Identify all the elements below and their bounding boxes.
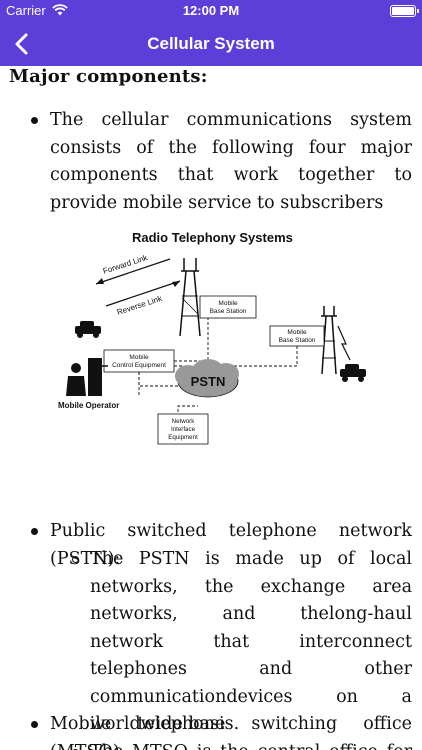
page-title: Cellular System: [147, 34, 275, 53]
status-bar: Carrier 12:00 PM: [0, 0, 422, 22]
mtso-heading: Mobile telephone switching office (MTSO): [50, 714, 412, 750]
mobile-car-icon: [75, 321, 101, 338]
article-content[interactable]: Major components: The cellular communica…: [0, 66, 422, 750]
network-interface-box: [157, 413, 209, 445]
back-chevron-icon[interactable]: [10, 31, 36, 57]
reverse-link-arrow: [105, 280, 181, 307]
base-station-label: Base Station: [210, 308, 247, 315]
network-interface-label: Network: [172, 418, 196, 425]
diagram-title: Radio Telephony Systems: [132, 230, 293, 245]
pstn-label: PSTN: [191, 374, 226, 389]
sub-bullet-icon: [72, 556, 79, 563]
base-station-label: Base Station: [279, 337, 316, 344]
forward-link-label: Forward Link: [102, 253, 150, 276]
battery-icon: [390, 5, 419, 17]
forward-link-arrow: [95, 258, 171, 285]
network-interface-label: Equipment: [168, 434, 198, 441]
base-station-label: Mobile: [287, 329, 307, 336]
clock: 12:00 PM: [182, 3, 240, 18]
bullet-icon: [31, 721, 38, 728]
radio-telephony-diagram: Radio Telephony Systems Forward Link Rev…: [58, 230, 366, 445]
navigation-bar: Cellular System: [0, 22, 422, 66]
intro-paragraph: The cellular communications system consi…: [50, 110, 412, 213]
mobile-operator-label: Mobile Operator: [58, 401, 119, 410]
base-station-box: [199, 295, 257, 319]
reverse-link-label: Reverse Link: [116, 294, 164, 317]
mtso-description: The MTSO is the central office for: [90, 739, 412, 750]
section-heading: Major components:: [9, 66, 208, 87]
pstn-cloud-icon: [175, 359, 239, 398]
bullet-icon: [31, 528, 38, 535]
signal-bolt-icon: [337, 325, 351, 361]
pstn-description: The PSTN is made up of local networks, t…: [90, 549, 412, 734]
mobile-operator-icon: [66, 358, 108, 396]
base-station-label: Mobile: [218, 300, 238, 307]
cell-tower-icon: [179, 258, 201, 337]
control-equipment-label: Control Equipment: [112, 362, 166, 369]
control-equipment-label: Mobile: [129, 354, 149, 361]
carrier-label: Carrier: [6, 3, 46, 18]
mobile-car-icon: [340, 364, 366, 382]
network-interface-label: Interface: [171, 426, 196, 433]
wifi-icon: [52, 4, 68, 16]
bullet-icon: [31, 117, 38, 124]
pstn-heading: Public switched telephone network (PSTN)…: [50, 521, 412, 569]
